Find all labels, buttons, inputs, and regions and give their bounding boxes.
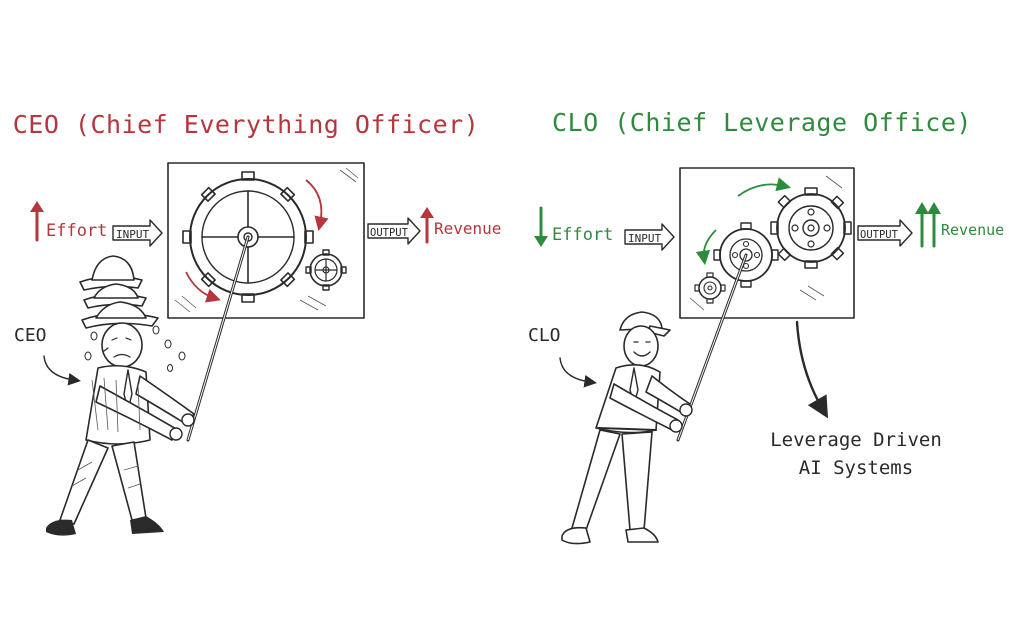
clo-input-label: INPUT [628,232,661,245]
ceo-output-label: OUTPUT [370,227,409,239]
clo-machine-box [679,167,855,319]
revenue-up-arrow-icon [420,207,434,244]
ceo-title: CEO (Chief Everything Officer) [13,110,480,139]
clo-output-label: OUTPUT [860,229,899,241]
relaxed-clo-figure [561,253,748,545]
pointer-arrow-icon [559,357,597,388]
pointer-arrow-icon [43,355,81,386]
ceo-machine-box [167,162,365,319]
small-gear-icon [305,249,347,291]
input-arrow-icon [624,223,675,251]
rotation-arrow-icon [305,179,329,232]
large-gear-icon [770,187,852,269]
rotation-arrow-icon [737,177,791,197]
input-arrow-icon [112,219,163,247]
callout-arrow-icon [795,320,829,419]
machine-shading [689,175,843,311]
clo-title: CLO (Chief Leverage Office) [552,108,972,137]
ceo-revenue-label: Revenue [434,219,501,238]
callout-line-1: Leverage Driven [770,429,942,451]
effort-up-arrow-icon [30,201,44,242]
rotation-arrow-icon [695,229,717,266]
tiny-gear-icon [694,272,726,304]
large-gear-icon [182,171,314,303]
ceo-input-label: INPUT [116,228,149,241]
medium-gear-icon [713,222,779,288]
output-arrow-icon [367,217,421,245]
ceo-person-label: CEO [14,325,47,346]
stressed-ceo-figure [46,235,250,536]
callout-line-2: AI Systems [799,457,913,479]
rotation-arrow-icon [185,271,221,303]
machine-shading [174,167,359,313]
effort-down-arrow-icon [534,206,548,247]
output-arrow-icon [857,219,913,247]
ceo-effort-label: Effort [46,221,107,241]
clo-person-label: CLO [528,325,561,346]
revenue-double-up-arrow-icon [915,202,941,248]
clo-revenue-label: Revenue [941,221,1004,239]
clo-effort-label: Effort [552,225,613,245]
